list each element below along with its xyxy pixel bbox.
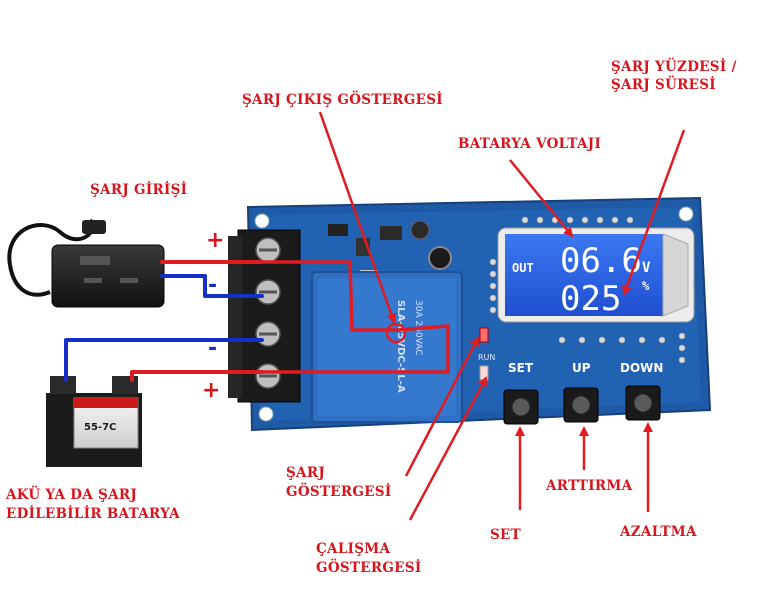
lcd-percent-value: 025 (560, 279, 621, 319)
run-led (479, 365, 489, 381)
down-button-label: DOWN (620, 361, 663, 375)
label-charge-percent-time: ŞARJ YÜZDESİ / ŞARJ SÜRESİ (611, 58, 737, 94)
label-charge-indicator-line2: GÖSTERGESİ (286, 484, 392, 500)
label-working-indicator: ÇALIŞMA GÖSTERGESİ (316, 540, 421, 578)
terminal-block (228, 229, 301, 403)
input-plus-sign: + (206, 228, 225, 253)
up-button[interactable] (563, 387, 599, 423)
label-working-indicator-line2: GÖSTERGESİ (316, 560, 422, 576)
label-set: SET (490, 527, 521, 543)
lcd-voltage-value: 06.6 (560, 241, 642, 281)
arrow-charge-output (318, 111, 397, 324)
set-button-label: SET (508, 361, 534, 375)
relay-text-1: SLA-05VDC-SL-A (395, 300, 406, 393)
battery-model-label: 55-7C (84, 422, 116, 433)
lcd-percent-unit: % (642, 279, 650, 293)
relay: SLA-05VDC-SL-A 30A 250VAC (311, 271, 463, 423)
label-charge-input: ŞARJ GİRİŞİ (90, 182, 188, 198)
charge-led (479, 327, 489, 343)
label-charge-percent-line1: ŞARJ YÜZDESİ / (611, 59, 737, 75)
arrow-charge-led (404, 336, 480, 477)
up-button-label: UP (572, 361, 591, 375)
input-minus-sign: - (208, 273, 218, 298)
wires (64, 260, 450, 382)
output-minus-sign: - (208, 336, 218, 361)
label-charge-output-indicator: ŞARJ ÇIKIŞ GÖSTERGESİ (242, 92, 443, 108)
label-increase: ARTTIRMA (546, 478, 633, 494)
arrow-run-led (408, 376, 488, 521)
button-group: SET UP DOWN (503, 361, 663, 425)
label-working-indicator-line1: ÇALIŞMA (316, 541, 391, 557)
lcd-voltage-unit: V (642, 260, 651, 276)
run-label: RUN (478, 353, 495, 362)
battery-image: 55-7C (46, 376, 142, 467)
label-battery-voltage: BATARYA VOLTAJI (458, 136, 602, 152)
label-battery: AKÜ YA DA ŞARJ EDİLEBİLİR BATARYA (6, 486, 180, 524)
lcd-out-label: OUT (512, 261, 534, 275)
callout-arrows (318, 111, 686, 521)
charger-adapter-image (7, 218, 165, 308)
down-button[interactable] (625, 385, 661, 421)
label-decrease: AZALTMA (620, 524, 697, 540)
led-indicators: RUN (478, 327, 495, 381)
arrow-battery-voltage (509, 159, 574, 238)
lcd-display: OUT 06.6 V 025 % (497, 227, 695, 323)
output-plus-sign: + (202, 378, 221, 403)
label-battery-line2: EDİLEBİLİR BATARYA (6, 506, 180, 522)
label-charge-indicator: ŞARJ GÖSTERGESİ (286, 464, 391, 502)
label-charge-percent-line2: ŞARJ SÜRESİ (611, 77, 716, 93)
label-battery-line1: AKÜ YA DA ŞARJ (6, 487, 138, 503)
label-charge-indicator-line1: ŞARJ (286, 465, 326, 481)
set-button[interactable] (503, 389, 539, 425)
arrow-charge-percent (622, 129, 686, 296)
